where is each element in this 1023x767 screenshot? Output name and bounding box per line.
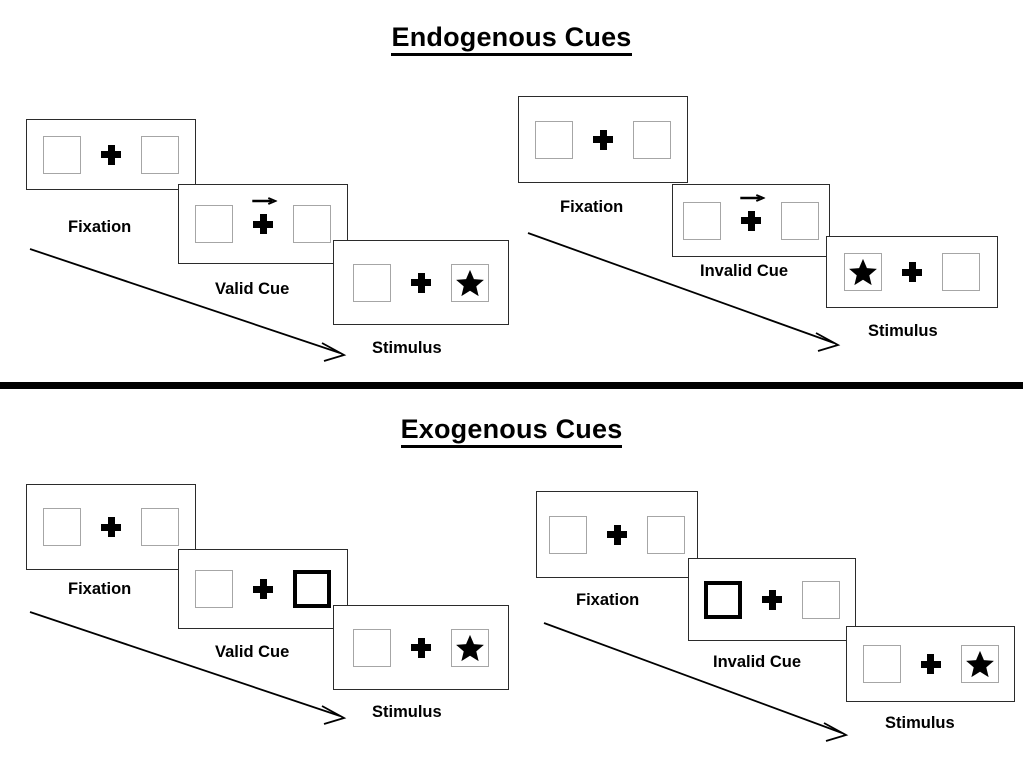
box-left-exogenous-valid-cue (195, 570, 233, 608)
caption-exogenous-valid-stimulus: Stimulus (372, 703, 442, 721)
section-title-exogenous: Exogenous Cues (0, 414, 1023, 448)
fixation-cross-wrap-endogenous-valid-stimulus (411, 272, 431, 293)
panel-exogenous-invalid-stimulus (846, 626, 1015, 702)
box-right-endogenous-valid-fixation (141, 135, 179, 174)
fixation-cross-icon (101, 144, 121, 165)
star-icon (456, 634, 484, 661)
box-left-exogenous-valid-fixation (43, 508, 81, 546)
fixation-cross-wrap-exogenous-valid-cue (253, 579, 273, 599)
panel-endogenous-valid-stimulus (333, 240, 509, 325)
fixation-cross-wrap-exogenous-valid-stimulus (411, 637, 431, 658)
fixation-cross-icon (253, 579, 273, 599)
box-left-endogenous-invalid-stimulus (844, 253, 882, 291)
fixation-cross-icon (902, 262, 922, 282)
box-right-endogenous-invalid-fixation (633, 120, 671, 159)
box-left-endogenous-invalid-cue (683, 201, 721, 240)
box-right-exogenous-valid-fixation (141, 508, 179, 546)
caption-exogenous-valid-cue: Valid Cue (215, 643, 290, 661)
panel-exogenous-invalid-cue (688, 558, 856, 641)
box-right-exogenous-valid-stimulus (451, 628, 489, 667)
fixation-cross-wrap-endogenous-invalid-fixation (593, 129, 613, 150)
box-left-exogenous-valid-stimulus (353, 628, 391, 667)
fixation-cross-icon (593, 129, 613, 150)
fixation-cross-wrap-endogenous-valid-fixation (101, 144, 121, 165)
box-left-endogenous-invalid-fixation (535, 120, 573, 159)
fixation-cross-icon (741, 210, 761, 231)
caption-endogenous-valid-stimulus: Stimulus (372, 339, 442, 357)
box-left-exogenous-invalid-fixation (549, 515, 587, 554)
cue-arrow-right-icon (740, 193, 766, 202)
fixation-cross-icon (607, 524, 627, 545)
section-divider (0, 382, 1023, 389)
fixation-cross-wrap-exogenous-invalid-fixation (607, 524, 627, 545)
panel-exogenous-valid-stimulus (333, 605, 509, 690)
section-title-endogenous-text: Endogenous Cues (391, 22, 632, 56)
box-right-exogenous-valid-cue-highlighted (293, 570, 331, 608)
section-title-exogenous-text: Exogenous Cues (400, 414, 623, 448)
panel-exogenous-valid-cue (178, 549, 348, 629)
fixation-cross-wrap-exogenous-valid-fixation (101, 517, 121, 537)
panel-exogenous-valid-fixation (26, 484, 196, 570)
fixation-cross-icon (762, 589, 782, 610)
fixation-cross-wrap-exogenous-invalid-stimulus (920, 654, 941, 674)
panel-endogenous-invalid-stimulus (826, 236, 998, 308)
section-title-endogenous: Endogenous Cues (0, 22, 1023, 56)
star-icon (965, 650, 994, 678)
caption-endogenous-valid-cue: Valid Cue (215, 280, 290, 298)
caption-endogenous-invalid-stimulus: Stimulus (868, 322, 938, 340)
fixation-cross-icon (411, 637, 431, 658)
fixation-cross-wrap-endogenous-invalid-cue (740, 193, 766, 231)
box-right-exogenous-invalid-stimulus (960, 645, 999, 683)
box-left-exogenous-invalid-cue-highlighted (704, 580, 742, 619)
box-right-exogenous-invalid-cue (802, 580, 840, 619)
cue-arrow-right-icon (252, 197, 278, 205)
fixation-cross-icon (101, 517, 121, 537)
box-right-endogenous-invalid-cue (781, 201, 819, 240)
fixation-cross-icon (920, 654, 941, 674)
box-left-endogenous-valid-stimulus (353, 263, 391, 302)
panel-endogenous-invalid-cue (672, 184, 830, 257)
fixation-cross-icon (253, 214, 273, 234)
panel-exogenous-invalid-fixation (536, 491, 698, 578)
box-right-endogenous-invalid-stimulus (942, 253, 980, 291)
caption-endogenous-valid-fixation: Fixation (68, 218, 132, 236)
box-left-endogenous-valid-fixation (43, 135, 81, 174)
panel-endogenous-invalid-fixation (518, 96, 688, 183)
caption-endogenous-invalid-cue: Invalid Cue (700, 262, 789, 280)
fixation-cross-wrap-exogenous-invalid-cue (762, 589, 782, 610)
caption-exogenous-invalid-stimulus: Stimulus (885, 714, 955, 732)
panel-endogenous-valid-cue (178, 184, 348, 264)
fixation-cross-wrap-endogenous-valid-cue (252, 197, 278, 234)
box-right-exogenous-invalid-fixation (647, 515, 685, 554)
caption-exogenous-invalid-fixation: Fixation (576, 591, 640, 609)
box-left-exogenous-invalid-stimulus (862, 645, 901, 683)
caption-endogenous-invalid-fixation: Fixation (560, 198, 624, 216)
panel-endogenous-valid-fixation (26, 119, 196, 190)
caption-exogenous-valid-fixation: Fixation (68, 580, 132, 598)
box-left-endogenous-valid-cue (195, 205, 233, 243)
star-icon (456, 269, 484, 296)
box-right-endogenous-valid-stimulus (451, 263, 489, 302)
star-icon (849, 258, 877, 286)
fixation-cross-wrap-endogenous-invalid-stimulus (902, 262, 922, 282)
box-right-endogenous-valid-cue (293, 205, 331, 243)
fixation-cross-icon (411, 272, 431, 293)
caption-exogenous-invalid-cue: Invalid Cue (713, 653, 802, 671)
